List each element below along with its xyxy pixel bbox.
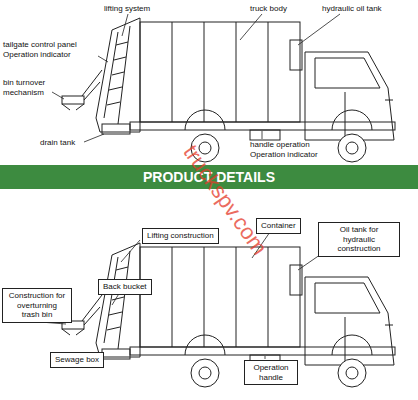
box-text: Back bucket (103, 282, 147, 292)
box-text: Sewage box (55, 355, 99, 365)
part-label: bin turnover mechanism (3, 78, 59, 97)
callout-box: Sewage box (50, 352, 104, 368)
box-text: Container (261, 221, 296, 231)
box-text: Operation handle (249, 363, 293, 382)
part-label: handle operation Operation indicator (250, 140, 330, 159)
part-label: hydraulic oil tank (322, 4, 382, 14)
part-label: lifting system (104, 4, 150, 14)
part-label: tailgate control panel Operation indicat… (3, 40, 99, 59)
box-text: Construction for overturning trash bin (7, 291, 67, 320)
callout-box: Operation handle (244, 360, 298, 385)
truck-top (62, 18, 395, 162)
part-label: truck body (250, 4, 287, 14)
box-text: Lifting construction (147, 231, 214, 241)
truck-bottom (62, 243, 395, 387)
callout-box: Oil tank for hydraulic construction (318, 222, 400, 257)
callout-box: Lifting construction (142, 228, 219, 244)
callout-box: Back bucket (98, 279, 152, 295)
callout-box: Construction for overturning trash bin (2, 288, 72, 323)
box-text: Oil tank for hydraulic construction (323, 225, 395, 254)
part-label: drain tank (40, 138, 75, 148)
